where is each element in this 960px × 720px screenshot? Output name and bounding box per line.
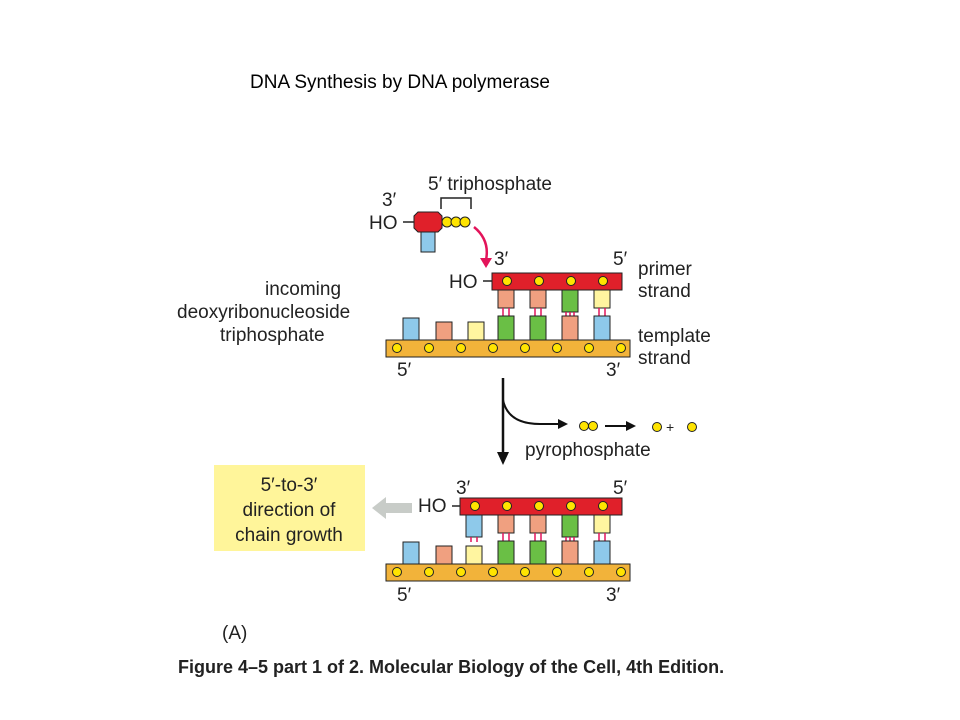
incoming-label-line1: incoming <box>265 279 341 300</box>
incoming-label-line3: triphosphate <box>220 325 325 346</box>
incoming-3prime-label: 3′ <box>382 190 397 211</box>
bottom-primer-phosphates <box>470 501 608 511</box>
bottom-template-backbone <box>385 563 631 582</box>
pyrophosphate-label: pyrophosphate <box>525 440 651 461</box>
template-label-line2: strand <box>638 348 691 369</box>
incoming-base <box>420 231 436 253</box>
pyrophosphate-p1 <box>579 421 589 431</box>
pyrophosphate-branch-arrowhead <box>558 419 568 429</box>
top-template-backbone <box>385 339 631 358</box>
incoming-ho-label: HO <box>369 213 398 234</box>
top-template-phosphates <box>392 343 626 353</box>
triphosphate-bracket <box>440 197 472 209</box>
chain-growth-box <box>214 465 365 551</box>
top-primer-5prime: 5′ <box>613 249 628 270</box>
top-template-5prime: 5′ <box>397 360 412 381</box>
bottom-base-pair-bonds <box>470 533 606 542</box>
bottom-primer-5prime: 5′ <box>613 478 628 499</box>
bottom-primer-3prime: 3′ <box>456 478 471 499</box>
top-template-3prime: 3′ <box>606 360 621 381</box>
template-label-line1: template <box>638 326 711 347</box>
pyrophosphate-p2 <box>588 421 598 431</box>
chain-growth-line1: 5′-to-3′ <box>261 475 318 496</box>
phosphate-product-1 <box>652 422 662 432</box>
top-base-pair-bonds <box>502 308 606 316</box>
panel-label: (A) <box>222 623 247 644</box>
incoming-sugar <box>413 211 443 233</box>
reaction-arrowhead <box>497 452 509 465</box>
incorporation-arrowhead <box>480 258 492 268</box>
growth-direction-arrow <box>372 497 412 519</box>
top-primer-phosphates <box>502 276 608 286</box>
bottom-template-bases <box>402 540 611 565</box>
plus-sign: + <box>666 419 674 435</box>
primer-label-line1: primer <box>638 259 693 280</box>
chain-growth-line2: direction of <box>243 500 337 521</box>
chain-growth-line3: chain growth <box>235 525 343 546</box>
pyrophosphate-branch-arrow <box>502 399 560 425</box>
phosphate-product-2 <box>687 422 697 432</box>
incorporation-arrow <box>473 226 488 261</box>
bottom-primer-bases <box>465 514 611 538</box>
hydrolysis-arrowhead <box>626 421 636 431</box>
incoming-phosphate-3 <box>459 216 471 228</box>
figure-caption: Figure 4–5 part 1 of 2. Molecular Biolog… <box>178 657 724 677</box>
bottom-primer-ho: HO <box>418 496 447 517</box>
top-primer-bases <box>497 289 611 313</box>
top-primer-backbone <box>491 272 623 291</box>
slide-title: DNA Synthesis by DNA polymerase <box>250 72 550 93</box>
bottom-template-3prime: 3′ <box>606 585 621 606</box>
bottom-template-5prime: 5′ <box>397 585 412 606</box>
top-template-bases <box>402 315 611 341</box>
incoming-label-line2: deoxyribonucleoside <box>177 302 350 323</box>
triphosphate-5prime-label: 5′ triphosphate <box>428 174 552 195</box>
bottom-template-phosphates <box>392 567 626 577</box>
top-primer-3prime: 3′ <box>494 249 509 270</box>
top-primer-ho: HO <box>449 272 478 293</box>
primer-label-line2: strand <box>638 281 691 302</box>
